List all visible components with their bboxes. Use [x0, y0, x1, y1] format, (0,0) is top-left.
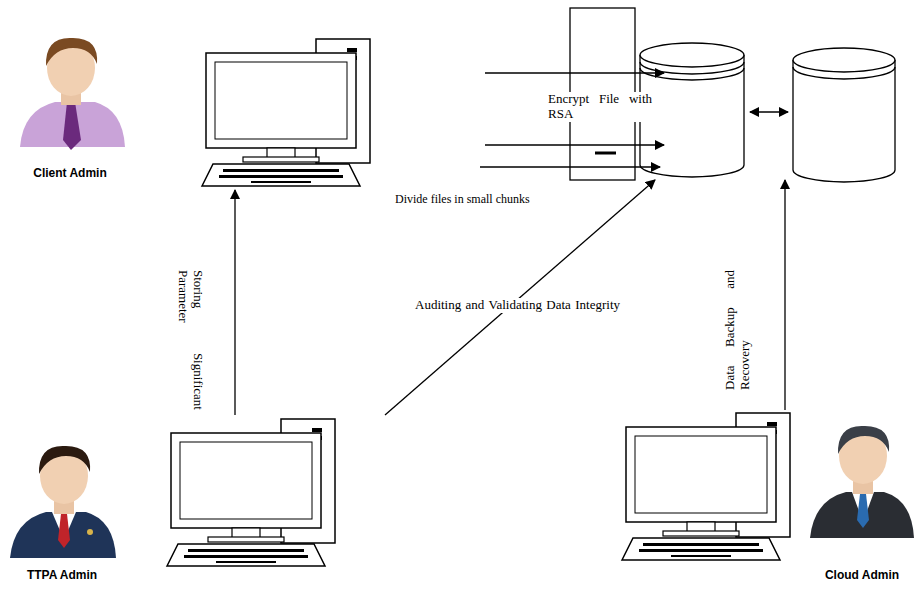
client-person — [20, 38, 125, 150]
connector-arrow — [784, 180, 785, 410]
ttpa-admin-group: TTPA Admin — [5, 415, 395, 585]
role-label: Cloud Admin — [825, 568, 899, 582]
ttpa-person — [10, 446, 116, 558]
storage-group: Encrypt File with RSA — [545, 5, 910, 180]
connector-arrow — [385, 180, 655, 415]
cloud-person — [810, 426, 914, 538]
edge-label: Data Backup and Recovery — [723, 270, 753, 390]
role-label: Client Admin — [33, 166, 107, 180]
computer — [202, 39, 370, 186]
role-label: TTPA Admin — [27, 568, 97, 582]
connector-arrow — [234, 190, 235, 415]
edge-label: Auditing and Validating Data Integrity — [415, 298, 620, 313]
client-admin-group: Client Admin — [10, 30, 375, 190]
process-label: Encrypt File with RSA — [548, 92, 652, 122]
cloud-admin-group: Cloud Admin — [612, 410, 918, 585]
edge-label: Storing Significant Parameter — [175, 270, 205, 410]
computer — [622, 413, 790, 560]
note-label: Divide files in small chunks — [395, 193, 545, 207]
input-arrows — [480, 73, 788, 167]
computer — [167, 419, 335, 566]
